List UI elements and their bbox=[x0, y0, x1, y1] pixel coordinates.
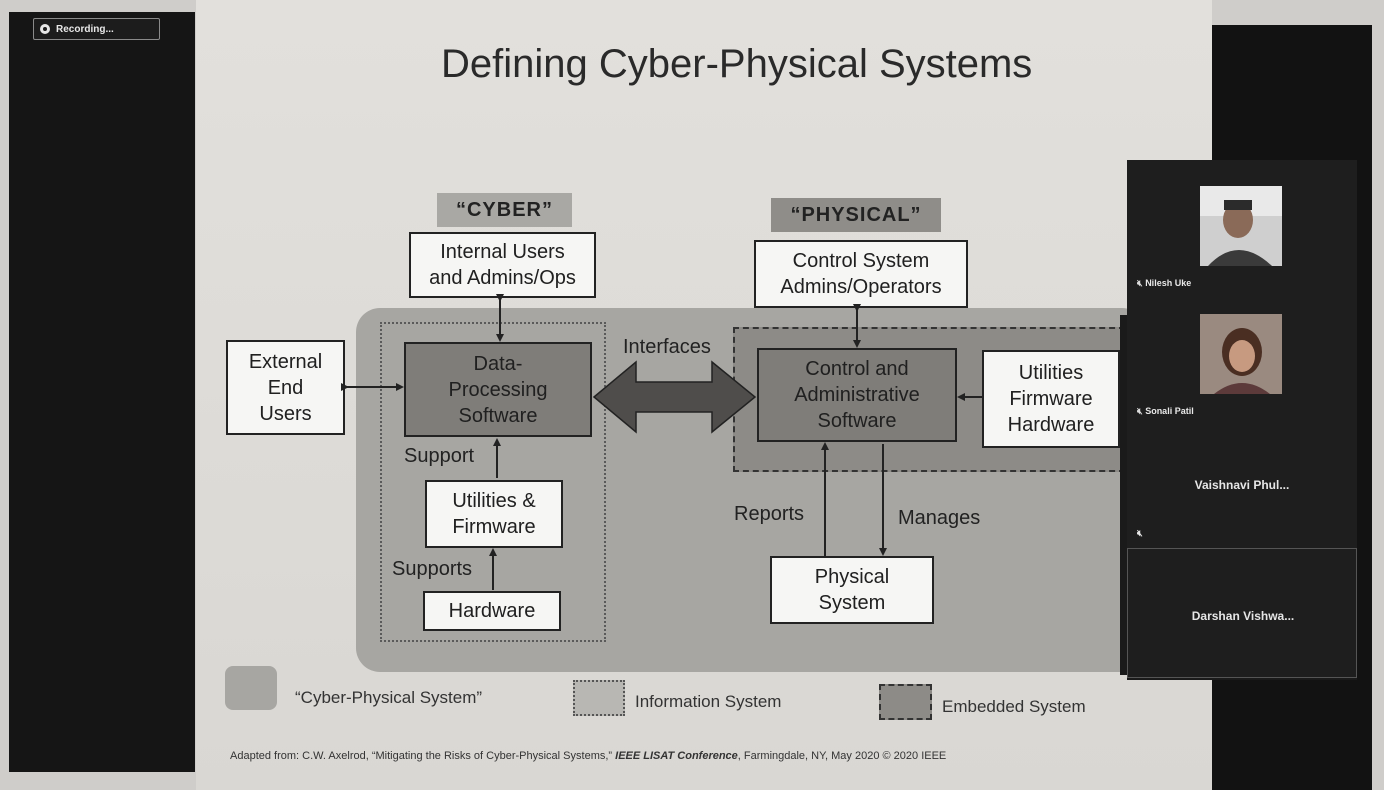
mic-muted-icon: 🔇︎ bbox=[1137, 528, 1143, 538]
participant-name: Darshan Vishwa... bbox=[1191, 609, 1295, 623]
citation-prefix: Adapted from: C.W. Axelrod, “Mitigating … bbox=[230, 750, 616, 762]
slide-title: Defining Cyber-Physical Systems bbox=[441, 42, 1033, 86]
legend-embedded-swatch bbox=[879, 684, 932, 720]
participant-tile[interactable]: 🔇︎ Nilesh Uke bbox=[1127, 160, 1357, 310]
hardware-box: Hardware bbox=[423, 591, 561, 631]
citation-suffix: , Farmingdale, NY, May 2020 © 2020 IEEE bbox=[737, 750, 947, 762]
left-black-panel bbox=[9, 12, 195, 772]
participant-name: Vaishnavi Phul... bbox=[1194, 478, 1290, 492]
participant-tile[interactable]: Vaishnavi Phul... 🔇︎ bbox=[1127, 450, 1357, 550]
legend-cps-label: “Cyber-Physical System” bbox=[295, 688, 483, 707]
citation-venue: IEEE LISAT Conference bbox=[615, 750, 738, 762]
external-users-box: External End Users bbox=[226, 340, 345, 435]
manages-label: Manages bbox=[898, 507, 981, 529]
participant-name: Nilesh Uke bbox=[1145, 278, 1192, 288]
support-label: Support bbox=[404, 445, 475, 467]
physical-tag: “PHYSICAL” bbox=[771, 198, 941, 232]
reports-label: Reports bbox=[734, 503, 805, 525]
physical-system-box: Physical System bbox=[770, 556, 934, 624]
participant-tile[interactable]: Darshan Vishwa... bbox=[1127, 548, 1357, 678]
participant-gallery[interactable]: 🔇︎ Nilesh Uke 🔇︎ Sonali Patil Vaishnavi … bbox=[1127, 160, 1357, 680]
recording-icon bbox=[40, 24, 50, 34]
legend-cps-swatch bbox=[225, 666, 277, 710]
legend-info-swatch bbox=[573, 680, 625, 716]
participant-tile[interactable]: 🔇︎ Sonali Patil bbox=[1127, 310, 1357, 450]
participant-name-label: 🔇︎ Nilesh Uke bbox=[1137, 278, 1191, 289]
utilities-firmware-hardware-box: Utilities Firmware Hardware bbox=[982, 350, 1120, 448]
legend-embedded-label: Embedded System bbox=[942, 697, 1086, 716]
supports-label: Supports bbox=[392, 558, 473, 580]
participant-video bbox=[1200, 314, 1282, 394]
information-system-region bbox=[380, 322, 606, 642]
citation: Adapted from: C.W. Axelrod, “Mitigating … bbox=[230, 750, 946, 762]
recording-label: Recording... bbox=[56, 23, 114, 35]
control-admins-box: Control System Admins/Operators bbox=[754, 240, 968, 308]
gallery-edge bbox=[1120, 315, 1128, 675]
data-processing-box: Data- Processing Software bbox=[404, 342, 592, 437]
legend-info-label: Information System bbox=[635, 692, 782, 711]
control-software-box: Control and Administrative Software bbox=[757, 348, 957, 442]
mic-muted-icon: 🔇︎ bbox=[1137, 278, 1143, 288]
mic-muted-icon: 🔇︎ bbox=[1137, 406, 1143, 416]
participant-name: Sonali Patil bbox=[1145, 406, 1194, 416]
participant-name-label: 🔇︎ Sonali Patil bbox=[1137, 406, 1194, 417]
interfaces-label: Interfaces bbox=[623, 336, 711, 358]
participant-video bbox=[1200, 186, 1282, 266]
interfaces-double-arrow bbox=[592, 360, 757, 434]
utilities-firmware-box: Utilities & Firmware bbox=[425, 480, 563, 548]
recording-indicator[interactable]: Recording... bbox=[33, 18, 160, 40]
cyber-tag: “CYBER” bbox=[437, 193, 572, 227]
